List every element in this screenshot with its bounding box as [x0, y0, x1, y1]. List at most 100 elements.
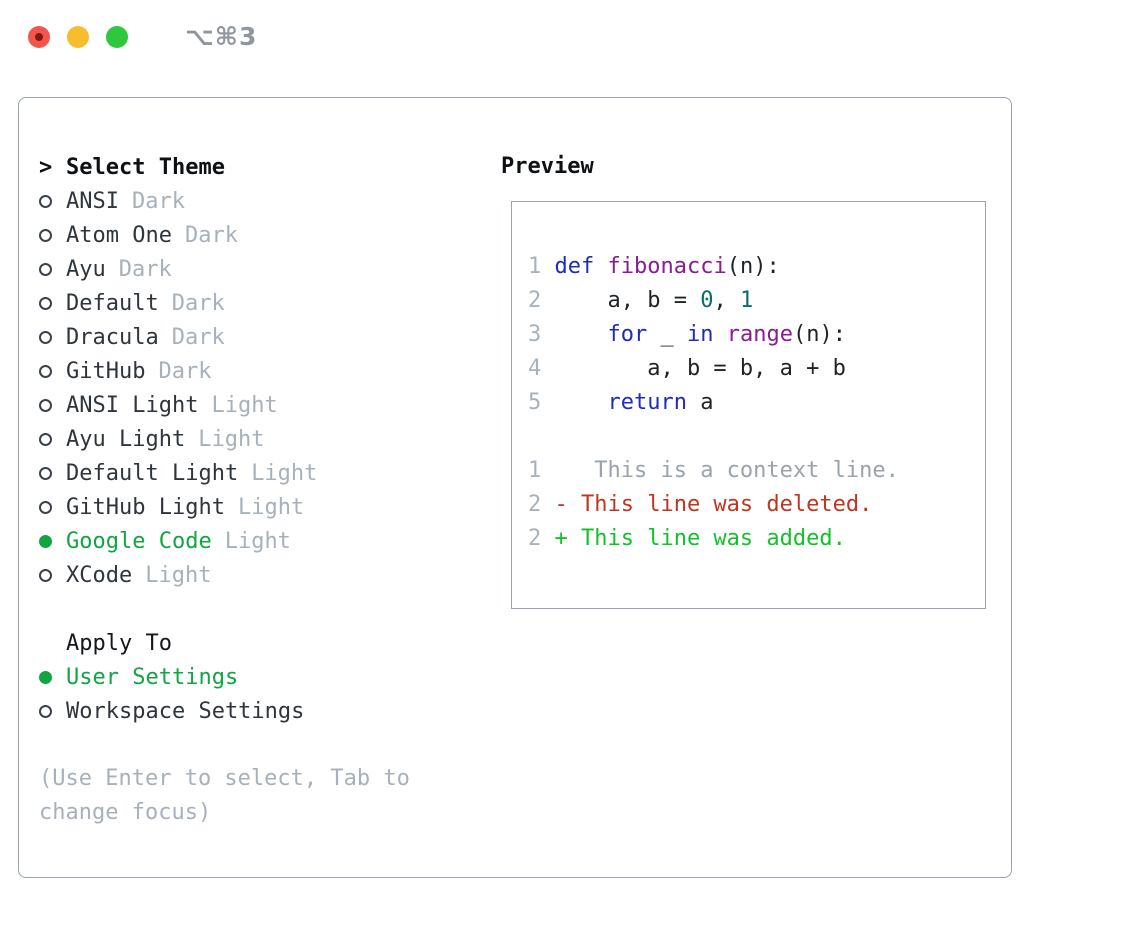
code-token: 4: [528, 356, 542, 381]
theme-variant-label: Dark: [131, 188, 185, 214]
code-token: a, b = b, a + b: [541, 356, 846, 381]
radio-icon: [39, 568, 66, 582]
code-line: 1 This is a context line.: [528, 454, 985, 488]
radio-unselected-icon: [39, 432, 52, 446]
help-text-line-1: (Use Enter to select, Tab to: [39, 766, 410, 791]
option-label: Ayu: [66, 256, 106, 282]
radio-unselected-icon: [39, 704, 52, 718]
close-button[interactable]: [28, 26, 50, 48]
theme-variant-label: Dark: [171, 324, 225, 350]
code-token: 1: [528, 458, 542, 483]
apply-to-option[interactable]: User Settings: [39, 660, 410, 694]
code-token: in: [686, 322, 714, 347]
theme-variant-label: Light: [237, 494, 305, 520]
spacer: [39, 592, 410, 626]
code-token: [713, 322, 726, 347]
code-token: This is a context line.: [541, 458, 899, 483]
code-token: - This line was deleted.: [541, 492, 873, 517]
option-label: ANSI Light: [66, 392, 199, 418]
window-title: ⌥⌘3: [185, 22, 258, 51]
theme-list-header: > Select Theme: [39, 150, 410, 184]
option-label: User Settings: [66, 664, 239, 690]
code-line: 3 for _ in range(n):: [528, 318, 985, 352]
code-token: 1: [528, 254, 542, 279]
option-label: ANSI: [66, 188, 119, 214]
radio-unselected-icon: [39, 262, 52, 276]
radio-icon: [39, 194, 66, 208]
radio-unselected-icon: [39, 466, 52, 480]
theme-variant-label: Light: [198, 426, 265, 452]
code-token: 2: [528, 526, 542, 551]
radio-icon: [39, 398, 66, 412]
radio-unselected-icon: [39, 296, 52, 310]
code-line: 1 def fibonacci(n):: [528, 250, 985, 284]
code-line: 2 - This line was deleted.: [528, 488, 985, 522]
code-token: [541, 322, 607, 347]
option-label: Default: [66, 290, 159, 316]
radio-selected-icon: [39, 670, 52, 684]
option-label: Atom One: [66, 222, 172, 248]
preview-title: Preview: [501, 154, 594, 179]
window-titlebar: ⌥⌘3: [28, 22, 258, 51]
theme-variant-label: Dark: [184, 222, 238, 248]
apply-to-header: Apply To: [39, 626, 410, 660]
code-token: [541, 254, 554, 279]
code-token: 5: [528, 390, 542, 415]
option-label: Default Light: [66, 460, 239, 486]
theme-list-title: Select Theme: [66, 154, 225, 180]
radio-icon: [39, 500, 66, 514]
theme-option[interactable]: GitHub Dark: [39, 354, 410, 388]
code-token: a: [686, 390, 714, 415]
option-label: Workspace Settings: [66, 698, 305, 724]
radio-unselected-icon: [39, 194, 52, 208]
code-token: 2: [528, 492, 542, 517]
focus-cursor-icon: >: [39, 154, 53, 180]
radio-icon: [39, 262, 66, 276]
theme-option[interactable]: Ayu Dark: [39, 252, 410, 286]
option-label: GitHub: [66, 358, 146, 384]
minimize-button[interactable]: [67, 26, 89, 48]
radio-icon: [39, 704, 66, 718]
option-label: XCode: [66, 562, 133, 588]
theme-option[interactable]: Dracula Dark: [39, 320, 410, 354]
radio-unselected-icon: [39, 330, 52, 344]
radio-unselected-icon: [39, 500, 52, 514]
theme-option[interactable]: ANSI Light Light: [39, 388, 410, 422]
radio-icon: [39, 466, 66, 480]
radio-selected-icon: [39, 534, 52, 548]
zoom-button[interactable]: [106, 26, 128, 48]
option-label: Dracula: [66, 324, 159, 350]
radio-unselected-icon: [39, 398, 52, 412]
code-token: 2: [528, 288, 542, 313]
apply-to-option[interactable]: Workspace Settings: [39, 694, 410, 728]
theme-option[interactable]: ANSI Dark: [39, 184, 410, 218]
theme-variant-label: Dark: [158, 358, 212, 384]
code-token: return: [607, 390, 687, 415]
radio-icon: [39, 364, 66, 378]
code-token: fibonacci: [607, 254, 727, 279]
code-token: (n):: [792, 322, 846, 347]
theme-variant-label: Light: [211, 392, 278, 418]
code-token: a, b =: [541, 288, 701, 313]
apply-to-title: Apply To: [66, 630, 172, 656]
code-token: for: [607, 322, 648, 347]
code-line: 2 a, b = 0, 1: [528, 284, 985, 318]
help-text-line-2: change focus): [39, 800, 212, 825]
radio-unselected-icon: [39, 568, 52, 582]
code-token: [594, 254, 607, 279]
code-token: 0: [700, 288, 714, 313]
theme-option[interactable]: Atom One Dark: [39, 218, 410, 252]
theme-variant-label: Dark: [118, 256, 172, 282]
radio-icon: [39, 228, 66, 242]
